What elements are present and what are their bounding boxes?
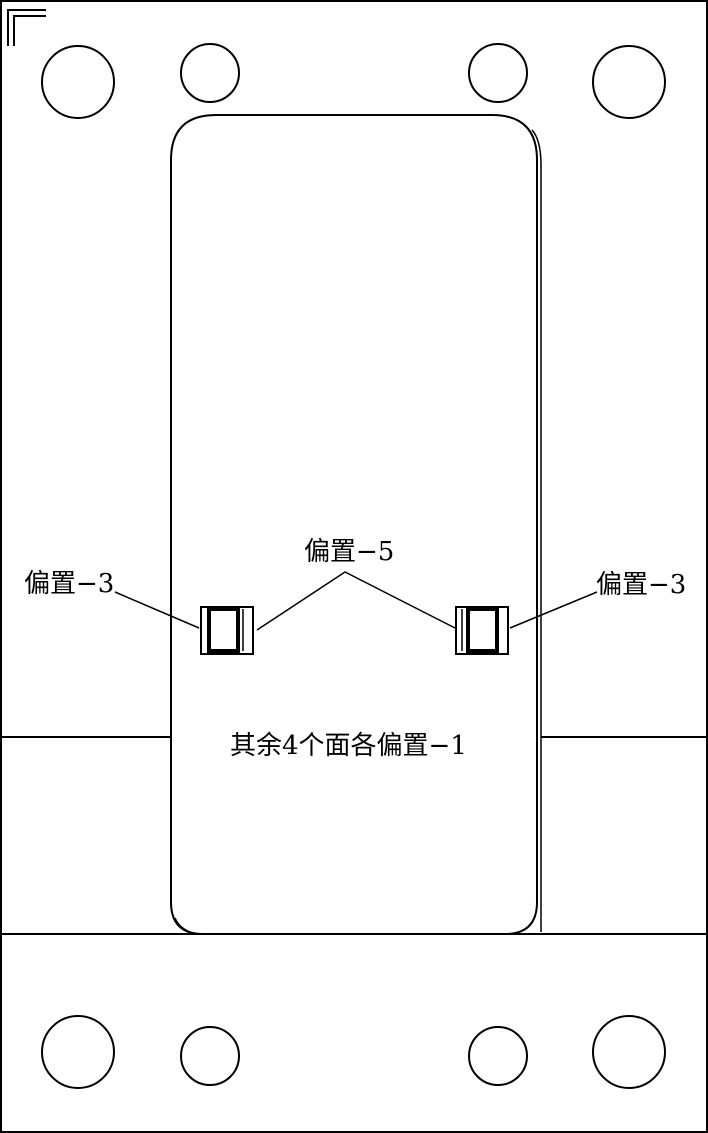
bottom-left-small-hole <box>180 1026 240 1086</box>
label-offset-center: 偏置−5 <box>304 537 394 567</box>
leader-left <box>114 591 200 629</box>
bottom-left-large-hole <box>41 1015 115 1089</box>
label-offset-left: 偏置−3 <box>24 569 114 599</box>
top-right-large-hole <box>592 45 666 119</box>
top-right-small-hole <box>468 43 528 103</box>
leader-center <box>256 571 456 631</box>
right-slot-block <box>455 606 509 655</box>
bottom-right-large-hole <box>592 1015 666 1089</box>
corner-mark <box>7 9 46 46</box>
label-remaining-faces: 其余4个面各偏置−1 <box>230 731 467 761</box>
top-left-large-hole <box>41 45 115 119</box>
top-left-small-hole <box>180 43 240 103</box>
bottom-right-small-hole <box>468 1026 528 1086</box>
central-pocket <box>170 114 542 935</box>
left-slot-block <box>200 606 254 655</box>
leader-right <box>509 591 598 629</box>
label-offset-right: 偏置−3 <box>596 570 686 600</box>
